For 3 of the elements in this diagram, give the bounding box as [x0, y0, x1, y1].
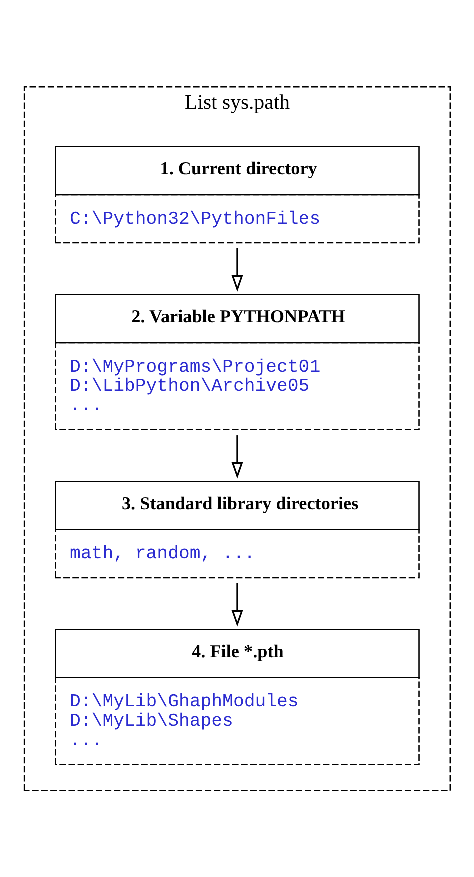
arrow — [231, 248, 243, 292]
arrow — [231, 435, 243, 478]
arrow — [231, 582, 243, 626]
